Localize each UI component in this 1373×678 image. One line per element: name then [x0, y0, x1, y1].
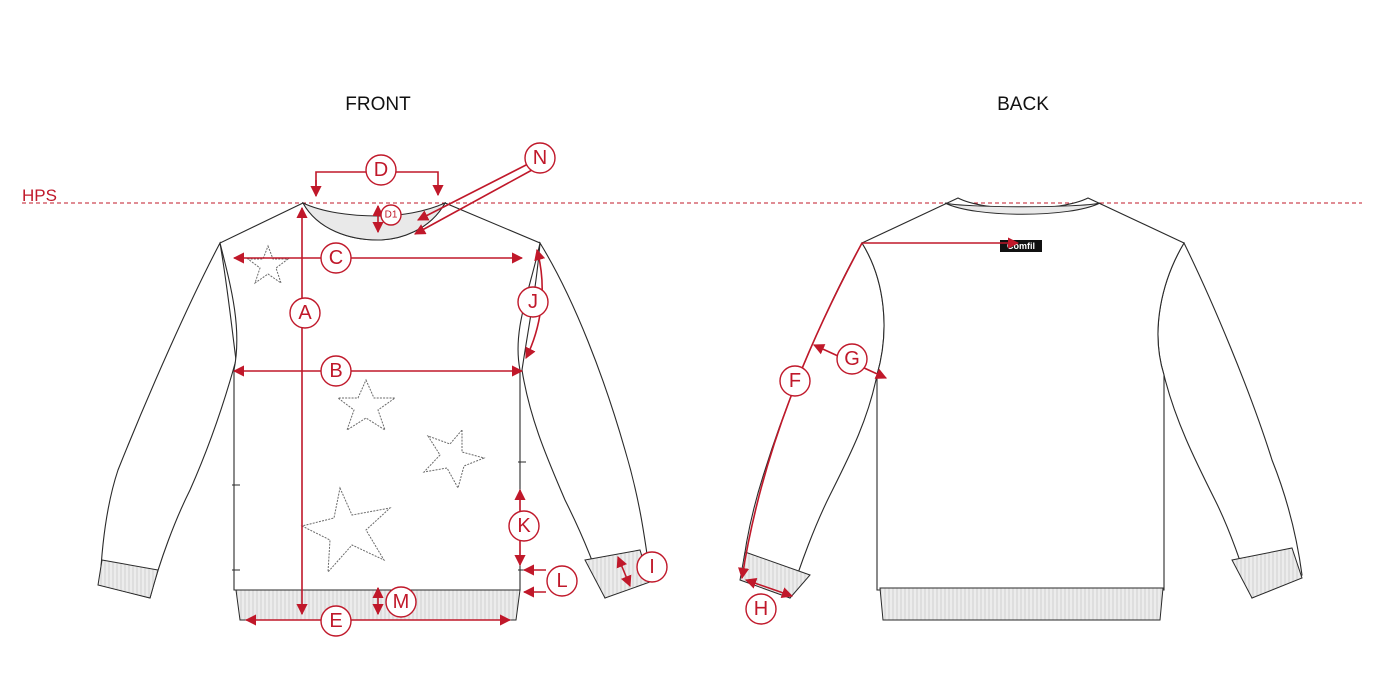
measure-line-i [616, 555, 632, 588]
measure-line-f [738, 242, 863, 580]
point-label-l: L [546, 565, 578, 597]
front-garment [97, 201, 651, 621]
back-body [861, 197, 1185, 591]
point-label-j: J [517, 286, 549, 318]
point-label-d1: D1 [380, 204, 402, 226]
point-label-b: B [320, 355, 352, 387]
svg-text:J: J [528, 291, 538, 313]
point-label-n: N [524, 142, 556, 174]
svg-text:A: A [298, 302, 312, 324]
star-print-icon [300, 486, 392, 574]
svg-text:H: H [754, 598, 768, 620]
svg-text:C: C [329, 247, 343, 269]
point-label-c: C [320, 242, 352, 274]
front-view-title: FRONT [345, 94, 411, 115]
point-label-g: G [836, 343, 868, 375]
back-hem-rib [879, 587, 1164, 621]
svg-text:B: B [329, 360, 342, 382]
svg-text:L: L [556, 570, 567, 592]
back-right-cuff [1231, 547, 1303, 599]
back-right-sleeve [1157, 241, 1303, 599]
point-label-k: K [508, 510, 540, 542]
back-left-sleeve [741, 241, 885, 599]
brand-label-text: Comfil [1007, 241, 1035, 251]
measure-line-h [744, 578, 794, 598]
hps-label: HPS [22, 186, 57, 205]
svg-text:N: N [533, 147, 547, 169]
svg-text:M: M [393, 591, 410, 613]
svg-text:I: I [649, 556, 655, 578]
svg-text:K: K [517, 515, 531, 537]
front-left-sleeve [99, 241, 237, 599]
measure-line-n [417, 163, 529, 221]
measurement-labels: D D1 N C A J B K [289, 142, 868, 637]
point-label-m: M [385, 586, 417, 618]
svg-text:D: D [374, 159, 388, 181]
back-garment: Comfil [739, 197, 1303, 621]
front-left-cuff [97, 559, 159, 599]
point-label-i: I [636, 551, 668, 583]
back-neck-rib [944, 202, 1101, 215]
point-label-a: A [289, 297, 321, 329]
point-label-f: F [779, 365, 811, 397]
front-measurements [232, 163, 632, 626]
point-label-h: H [745, 593, 777, 625]
point-label-e: E [320, 605, 352, 637]
star-print-icon [422, 428, 486, 490]
svg-text:D1: D1 [385, 210, 398, 221]
point-label-d: D [365, 154, 397, 186]
back-view-title: BACK [997, 94, 1049, 115]
svg-text:G: G [844, 348, 860, 370]
svg-text:F: F [789, 370, 801, 392]
star-print-icon [336, 378, 397, 432]
svg-text:E: E [329, 610, 342, 632]
